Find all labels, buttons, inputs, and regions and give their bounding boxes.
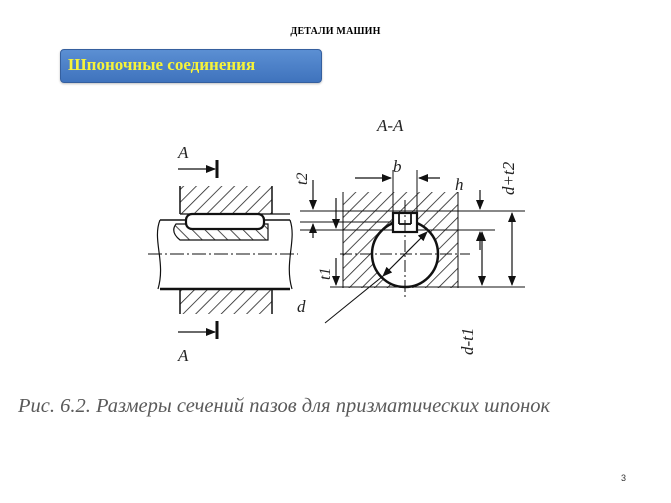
banner-title: Шпоночные соединения — [68, 55, 256, 74]
label-d-plus-t2: d+t2 — [499, 161, 518, 195]
page-number: 3 — [621, 473, 627, 483]
page-header: ДЕТАЛИ МАШИН — [290, 26, 381, 37]
label-h: h — [455, 175, 464, 194]
label-t1: t1 — [317, 268, 334, 280]
label-t2: t2 — [294, 173, 311, 185]
hub-side-view — [148, 160, 298, 339]
label-a-bottom: A — [177, 346, 189, 365]
section-banner: Шпоночные соединения — [60, 49, 322, 83]
figure-caption: Рис. 6.2. Размеры сечений пазов для приз… — [18, 395, 551, 417]
label-d: d — [297, 297, 306, 316]
label-b: b — [393, 157, 402, 176]
label-a-top: A — [177, 143, 189, 162]
label-d-minus-t1: d-t1 — [458, 328, 477, 355]
section-view — [300, 170, 525, 324]
section-label: A-A — [376, 116, 404, 135]
